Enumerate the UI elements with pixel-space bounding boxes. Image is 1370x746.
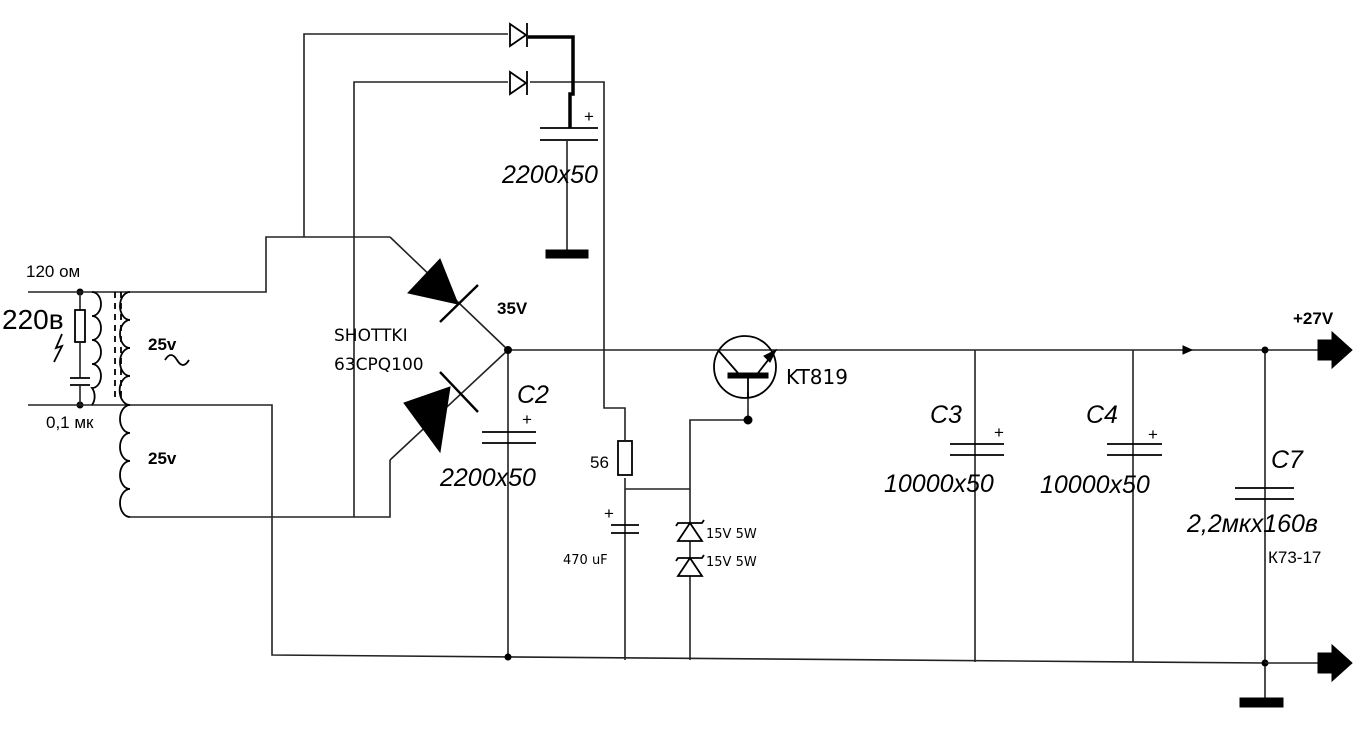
label-c4-name: C4 — [1086, 401, 1118, 429]
label-transistor: KT819 — [786, 365, 848, 389]
diode-bottom — [403, 386, 451, 454]
label-winding-top: 25v — [148, 335, 177, 354]
aux-feed-1 — [303, 33, 508, 237]
label-c2-value: 2200х50 — [439, 464, 536, 492]
diode-top-bar — [439, 284, 479, 323]
label-zener2: 15V 5W — [706, 555, 757, 570]
label-output: +27V — [1293, 309, 1334, 328]
label-winding-bottom: 25v — [148, 449, 177, 468]
label-diode-part: 63CPQ100 — [334, 355, 424, 375]
input-snubber — [28, 291, 130, 406]
transistor-body — [713, 335, 777, 399]
output-terminals — [1182, 330, 1353, 683]
aux-circuit — [509, 22, 598, 259]
junction-dot — [504, 346, 512, 354]
aux-out-wire — [530, 81, 626, 440]
secondary-winding-top — [118, 291, 131, 406]
zener-1-bar — [675, 519, 705, 527]
junction-dot — [1261, 346, 1269, 354]
label-diode-type: SHOTTKI — [334, 326, 408, 346]
label-mains: 220в — [2, 304, 64, 335]
lightning-icon — [53, 333, 64, 363]
transistor-base-plate — [727, 372, 769, 379]
c2-capacitor — [482, 431, 536, 444]
c7-capacitor — [1235, 487, 1294, 708]
junction-dot — [743, 415, 753, 425]
emitter-arrow-icon — [763, 348, 778, 363]
label-r2: 56 — [590, 453, 609, 472]
aux-bold-wire — [528, 35, 575, 128]
label-c1-value: 2200х50 — [501, 161, 598, 189]
label-c470: 470 uF — [563, 553, 608, 568]
c3-capacitor — [950, 443, 1004, 456]
label-c3-plus: + — [994, 423, 1004, 442]
r2-resistor — [617, 440, 633, 476]
diode-bottom-bar — [439, 371, 479, 413]
bias-network — [611, 440, 705, 577]
label-r1: 120 ом — [26, 262, 80, 281]
wiring — [130, 33, 1320, 700]
label-diode-voltage: 35V — [497, 299, 528, 318]
rail-arrow-icon — [1182, 345, 1194, 355]
aux-diode-2 — [509, 70, 528, 96]
secondary-top-wire — [130, 236, 390, 293]
schottky-diodes — [403, 258, 479, 454]
bridge-bottom-leg — [389, 349, 509, 461]
label-c1-plus: + — [584, 107, 594, 126]
secondary-winding-bottom — [119, 404, 131, 518]
secondary-center-wire — [130, 404, 273, 515]
aux-diode-1 — [509, 22, 528, 48]
zener-2-bar — [675, 554, 705, 562]
labels: 120 ом 220в 0,1 мк 25v 25v SHOTTKI 63CPQ… — [2, 107, 1334, 570]
label-c4-value: 10000х50 — [1040, 471, 1150, 499]
zener-2 — [676, 556, 704, 577]
junction-dot — [504, 653, 512, 661]
output-ground-arrow-icon — [1317, 643, 1353, 683]
secondary-bottom-wire — [130, 460, 391, 518]
label-c3-name: C3 — [930, 401, 962, 429]
label-c7-value: 2,2мкх160в — [1186, 510, 1318, 538]
ground-rail — [271, 515, 1266, 664]
label-c4-plus: + — [1148, 425, 1158, 444]
ground-symbol — [545, 249, 589, 259]
label-c3-value: 10000х50 — [884, 470, 994, 498]
label-c7-type: К73-17 — [1268, 548, 1321, 567]
ground-symbol — [1239, 697, 1284, 708]
label-cap-small: 0,1 мк — [46, 413, 94, 432]
c4-capacitor — [1107, 443, 1162, 456]
label-c2-name: C2 — [517, 381, 549, 409]
base-wire — [689, 392, 749, 660]
diode-top — [407, 258, 459, 305]
label-c7-name: C7 — [1271, 446, 1304, 474]
transistor-kt819 — [713, 335, 778, 399]
label-c2-plus: + — [522, 410, 532, 429]
zener-1 — [676, 521, 704, 542]
transformer — [90, 291, 190, 518]
ac-wave-icon — [164, 354, 190, 366]
output-positive-arrow-icon — [1317, 330, 1353, 370]
primary-winding — [90, 291, 102, 406]
transistor-collector — [717, 349, 739, 374]
snubber-resistor — [74, 309, 86, 343]
label-zener1: 15V 5W — [706, 527, 757, 542]
aux-feed-2 — [353, 81, 508, 517]
label-c470-plus: + — [604, 504, 614, 523]
